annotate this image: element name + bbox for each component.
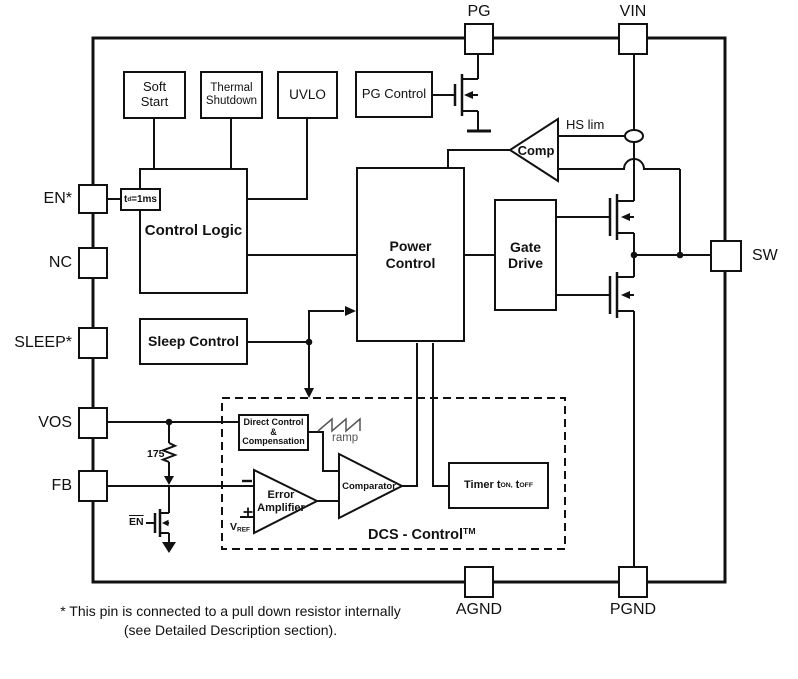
- footnote-line1: * This pin is connected to a pull down r…: [60, 603, 401, 619]
- td-sub: d: [127, 195, 132, 203]
- error-amp-line1: Error: [267, 489, 295, 501]
- pin-sleep: [78, 327, 108, 359]
- td-post: =1ms: [131, 193, 157, 205]
- vref-sub: REF: [237, 526, 251, 534]
- sw-pin-label: SW: [752, 247, 778, 264]
- plus-sign: [243, 507, 253, 517]
- nc-pin-label: NC: [48, 254, 72, 271]
- comp-label: Comp: [517, 143, 555, 158]
- footnote: * This pin is connected to a pull down r…: [58, 602, 403, 640]
- arrow-into-power: [345, 306, 356, 316]
- power-control-line1: Power: [389, 238, 432, 255]
- pin-vos: [78, 407, 108, 439]
- comp-triangle: [508, 117, 559, 183]
- direct-control-compensation-block: Direct Control & Compensation: [238, 414, 309, 451]
- pg-pin-label: PG: [467, 3, 491, 20]
- soft-start-line1: Soft: [142, 79, 167, 95]
- dcs-dashed-box: [221, 397, 566, 550]
- error-amp-line2: Amplifier: [257, 502, 305, 515]
- sleep-control-block: Sleep Control: [139, 318, 248, 365]
- dcc-line2: &: [270, 426, 277, 437]
- en-bar-label: EN: [129, 516, 144, 528]
- fb-pin-label: FB: [51, 477, 72, 494]
- chip-outline: [91, 36, 727, 584]
- comparator-triangle: [338, 452, 405, 520]
- dcc-to-comparator-wire: [309, 431, 345, 472]
- pg-control-block: PG Control: [355, 71, 433, 118]
- timer-sub2: OFF: [519, 481, 533, 489]
- control-logic-block: Control Logic: [139, 168, 248, 294]
- pg-control-label: PG Control: [361, 86, 427, 102]
- arrow-onto-fb: [164, 476, 174, 485]
- pg-fet: [433, 55, 491, 133]
- en-pin-label: EN*: [43, 190, 72, 207]
- vos-pin-label: VOS: [38, 414, 72, 431]
- td-pre: t: [124, 193, 128, 205]
- resistor-175-label: 175: [147, 448, 165, 460]
- comparator-out-wire: [402, 343, 418, 487]
- gate-drive-line2: Drive: [507, 255, 544, 271]
- control-logic-label: Control Logic: [144, 222, 243, 240]
- comparator-label: Comparator: [342, 481, 396, 492]
- ramp-label: ramp: [332, 432, 359, 444]
- pgnd-pin-label: PGND: [609, 601, 657, 618]
- uvlo-block: UVLO: [277, 71, 338, 119]
- timer-mid: t: [512, 479, 520, 492]
- ground-arrow: [162, 542, 176, 553]
- en-fet: [146, 486, 176, 553]
- footnote-line2: (see Detailed Description section).: [123, 621, 338, 638]
- sleep-pin-label: SLEEP*: [14, 334, 72, 351]
- vref-base: V: [230, 521, 238, 533]
- soft-start-block: Soft Start: [123, 71, 186, 119]
- error-amp-triangle: [253, 468, 320, 535]
- dcc-line3: Compensation: [242, 436, 305, 447]
- pin-pg: [464, 23, 494, 55]
- hs-lim-label: HS lim: [566, 117, 605, 132]
- timer-pre: Timer t: [464, 479, 501, 492]
- ramp-waveform: [317, 417, 361, 433]
- vin-pin-label: VIN: [619, 3, 647, 20]
- agnd-pin-label: AGND: [455, 601, 503, 618]
- sleep-control-label: Sleep Control: [147, 333, 239, 350]
- comp-low-wire: [558, 158, 680, 170]
- pin-sw: [710, 240, 742, 272]
- junction-dots: [165, 251, 684, 426]
- dcc-line1: Direct Control: [243, 416, 304, 427]
- thermal-shutdown-block: Thermal Shutdown: [200, 71, 263, 119]
- soft-start-line2: Start: [140, 94, 169, 109]
- vref-label: VREF: [230, 521, 250, 534]
- uvlo-label: UVLO: [289, 87, 326, 103]
- arrow-into-dcs: [304, 388, 314, 398]
- hs-fet: [608, 194, 634, 240]
- dcs-text: DCS - Control: [368, 526, 464, 543]
- sleep-up-wire: [308, 310, 344, 342]
- pin-agnd: [464, 566, 494, 598]
- resistor-175: [160, 442, 178, 463]
- pin-vin: [618, 23, 648, 55]
- pin-fb: [78, 470, 108, 502]
- power-control-line2: Control: [385, 254, 436, 271]
- pin-en: [78, 184, 108, 214]
- timer-wire: [432, 343, 448, 487]
- comp-out-wire: [447, 149, 510, 167]
- error-amplifier-label: Error Amplifier: [250, 489, 312, 515]
- uvlo-wire: [248, 119, 308, 200]
- thermal-line2: Shutdown: [205, 95, 258, 107]
- power-control-block: Power Control: [356, 167, 465, 342]
- dcs-tm-sup: TM: [463, 526, 476, 536]
- wires: [91, 36, 727, 584]
- gate-drive-line1: Gate: [509, 238, 542, 255]
- thermal-line1: Thermal: [210, 81, 253, 94]
- pin-pgnd: [618, 566, 648, 598]
- current-sense-ellipse: [624, 129, 644, 143]
- dcs-control-label: DCS - ControlTM: [368, 526, 476, 543]
- pin-nc: [78, 247, 108, 279]
- gate-drive-block: Gate Drive: [494, 199, 557, 311]
- timer-sub1: ON,: [500, 481, 513, 489]
- ls-fet: [608, 272, 634, 318]
